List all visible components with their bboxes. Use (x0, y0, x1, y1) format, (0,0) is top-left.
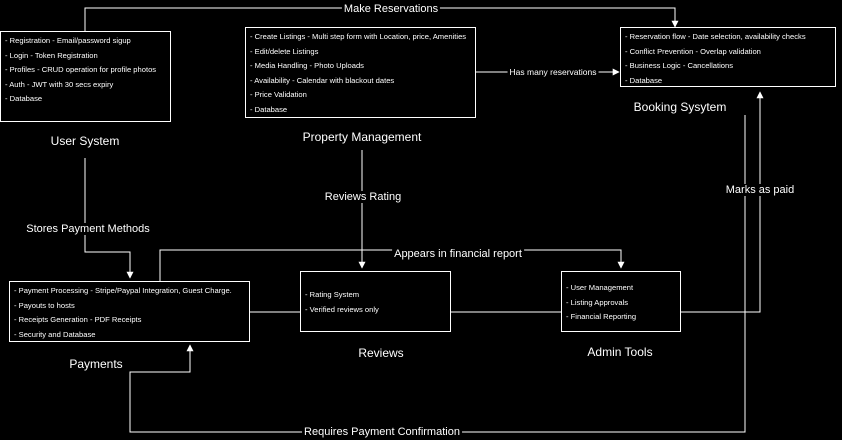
payments-item: - Receipts Generation - PDF Receipts (14, 315, 142, 325)
admin-tools-item: - User Management (566, 283, 634, 292)
label-reviews-rating: Reviews Rating (322, 191, 404, 203)
reviews-title: Reviews (358, 346, 404, 360)
booking-system-box: - Reservation flow - Date selection, ava… (620, 27, 836, 87)
user-system-item: - Login - Token Registration (5, 50, 98, 60)
user-system-item: - Profiles - CRUD operation for profile … (5, 65, 157, 75)
label-marks-as-paid: Marks as paid (723, 184, 797, 196)
edge-requires-payment-confirmation (129, 115, 746, 433)
payments-item: - Security and Database (14, 329, 96, 339)
property-management-item: - Media Handling - Photo Uploads (250, 61, 364, 71)
admin-tools-item: - Financial Reporting (566, 312, 637, 322)
property-management-box: - Create Listings - Multi step form with… (245, 27, 476, 118)
payments-item: - Payment Processing - Stripe/Paypal Int… (14, 286, 232, 295)
payments-box: - Payment Processing - Stripe/Paypal Int… (9, 281, 250, 342)
edge-appears-in-financial-report (159, 249, 625, 281)
user-system-title: User System (50, 134, 120, 148)
property-management-item: - Price Validation (250, 90, 307, 100)
payments-item: - Payouts to hosts (14, 300, 75, 310)
reviews-box: - Rating System - Verified reviews only (300, 271, 451, 332)
edge-marks-as-paid (681, 91, 764, 313)
edge-stores-payment-methods (84, 158, 134, 279)
booking-system-item: - Reservation flow - Date selection, ava… (625, 32, 806, 41)
label-has-many-reservations: Has many reservations (507, 67, 599, 77)
property-management-item: - Database (250, 104, 288, 114)
property-management-item: - Create Listings - Multi step form with… (250, 32, 467, 41)
admin-tools-item: - Listing Approvals (566, 297, 629, 307)
reviews-item: - Rating System (305, 290, 360, 299)
booking-system-item: - Business Logic - Cancellations (625, 61, 734, 71)
property-management-title: Property Management (302, 130, 422, 144)
user-system-box: - Registration - Email/password sigup - … (0, 31, 171, 122)
admin-tools-box: - User Management - Listing Approvals - … (561, 271, 681, 332)
user-system-item: - Registration - Email/password sigup (5, 36, 131, 45)
payments-title: Payments (69, 357, 123, 371)
admin-tools-title: Admin Tools (587, 345, 653, 359)
user-system-item: - Auth - JWT with 30 secs expiry (5, 79, 114, 89)
reviews-item: - Verified reviews only (305, 304, 379, 314)
property-management-item: - Edit/delete Listings (250, 46, 319, 56)
label-appears-in-financial-report: Appears in financial report (392, 248, 524, 260)
label-make-reservations: Make Reservations (341, 3, 441, 15)
booking-system-item: - Conflict Prevention - Overlap validati… (625, 46, 761, 56)
property-management-item: - Availability - Calendar with blackout … (250, 75, 395, 85)
user-system-item: - Database (5, 94, 43, 104)
label-requires-payment-confirmation: Requires Payment Confirmation (302, 426, 462, 438)
booking-system-item: - Database (625, 75, 663, 85)
booking-system-title: Booking Sysytem (633, 100, 727, 114)
label-stores-payment-methods: Stores Payment Methods (24, 223, 152, 235)
